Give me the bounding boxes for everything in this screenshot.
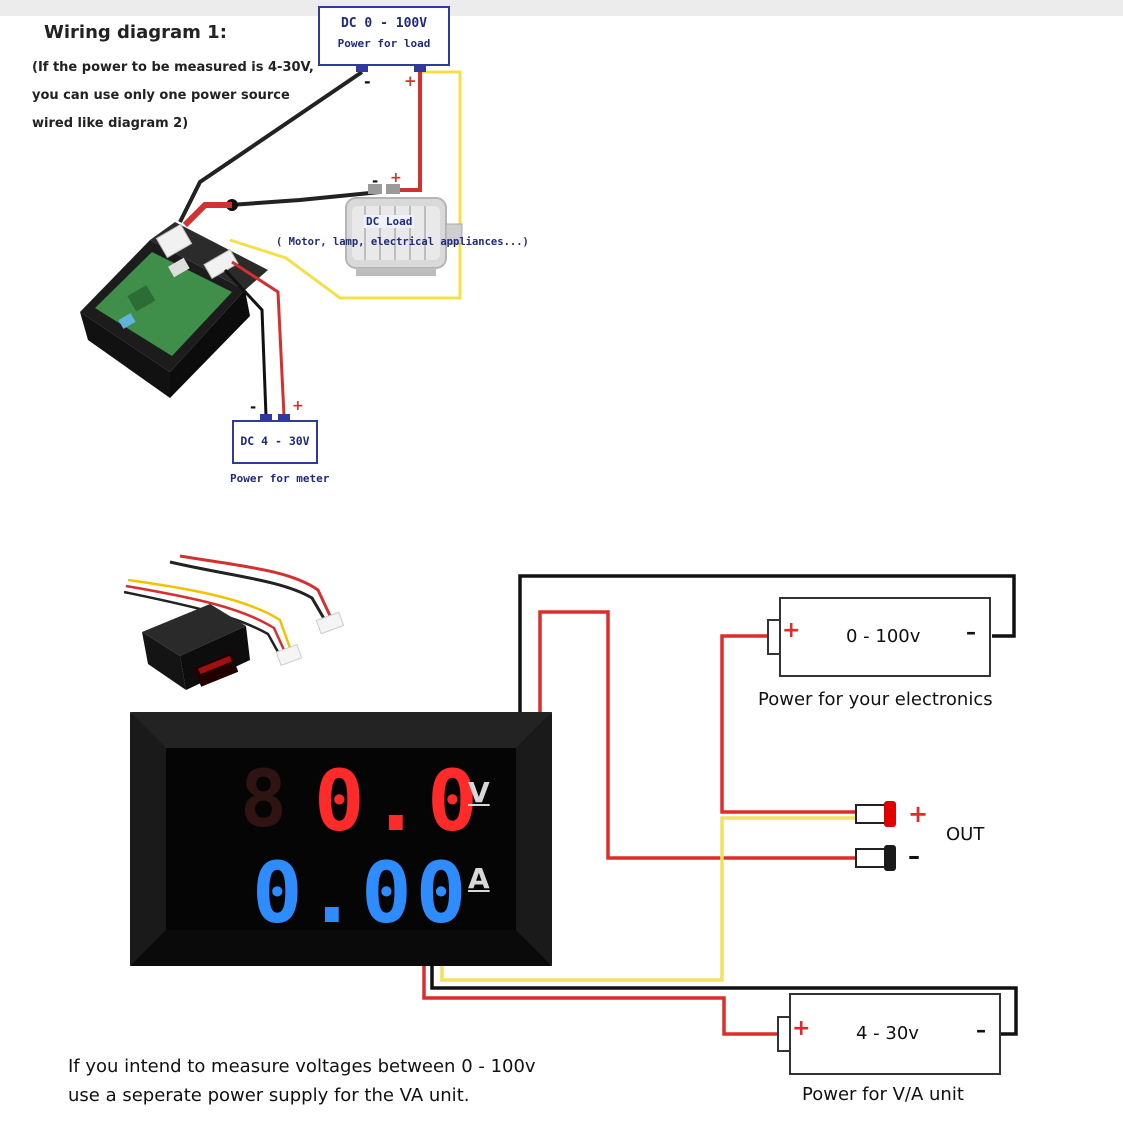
d1-load-supply-box: DC 0 - 100V Power for load — [318, 6, 450, 66]
d1-black-wire-load — [178, 70, 364, 223]
d1-meter-supply-plus: + — [292, 398, 304, 414]
top-bar — [0, 0, 1123, 16]
current-unit-label: A — [468, 862, 490, 895]
d1-load-supply-terminal-neg — [356, 64, 368, 72]
d1-meter-supply-minus: - — [250, 398, 257, 416]
d2-meter-module: 8 — [130, 712, 552, 966]
d1-load-supply-minus: - — [364, 72, 371, 91]
voltage-unit-label: V — [468, 776, 490, 809]
d1-load-supply-caption: Power for load — [337, 37, 431, 50]
voltage-reading: 0.0 — [314, 752, 484, 850]
d1-yellow-wire — [229, 70, 462, 300]
d1-meter-supply-box: DC 4 - 30V — [232, 420, 318, 464]
d2-red-wire-bottom — [422, 966, 780, 1036]
d2-battery-electronics-minus: – — [966, 620, 976, 644]
d2-product-photo — [123, 554, 345, 690]
d1-meter-module — [80, 222, 268, 398]
d2-battery-meter-plus: + — [792, 1016, 811, 1041]
d2-black-wire-bottom — [430, 966, 1018, 1036]
d2-red-wire-top — [538, 610, 856, 860]
d2-bottom-note: If you intend to measure voltages betwee… — [68, 1052, 536, 1110]
diagram1-note-line-3: wired like diagram 2) — [32, 116, 189, 131]
d2-battery-meter — [777, 993, 1001, 1075]
d1-load-supply-terminal-pos — [414, 64, 426, 72]
d2-red-wire-supply — [720, 634, 856, 814]
d1-red-wire-load — [400, 72, 422, 192]
d2-battery-electronics-plus: + — [782, 618, 801, 643]
d2-battery-meter-voltage: 4 - 30v — [856, 1023, 919, 1044]
svg-text:8: 8 — [240, 755, 287, 845]
d1-meter-supply-voltage: DC 4 - 30V — [240, 434, 310, 448]
d2-output-terminal-pos — [855, 801, 896, 827]
d1-meter-black-lead — [223, 268, 268, 417]
d2-output-minus: – — [908, 842, 920, 870]
d1-red-lead — [182, 202, 232, 228]
diagram1-note-line-1: (If the power to be measured is 4-30V, — [32, 60, 314, 75]
d2-battery-meter-minus: – — [976, 1018, 986, 1042]
diagram1-title: Wiring diagram 1: — [44, 22, 227, 43]
diagram1-note-line-2: you can use only one power source — [32, 88, 290, 103]
d1-meter-red-lead — [231, 260, 286, 417]
d2-battery-electronics — [767, 597, 991, 677]
d2-note-line-1: If you intend to measure voltages betwee… — [68, 1056, 536, 1077]
current-reading: 0.00 — [252, 844, 471, 942]
d2-yellow-wire — [440, 816, 856, 982]
d1-load-plus: + — [390, 170, 402, 186]
d1-meter-supply-terminal-pos — [278, 414, 290, 421]
d1-load-label: DC Load — [364, 215, 415, 228]
d1-load-supply-plus: + — [404, 72, 417, 90]
d1-load-caption: ( Motor, lamp, electrical appliances...) — [276, 236, 529, 248]
d2-output-label: OUT — [946, 824, 985, 845]
d1-load-minus: - — [372, 172, 379, 190]
d1-black-wire-meter-load — [229, 190, 381, 207]
d2-battery-electronics-caption: Power for your electronics — [758, 689, 993, 710]
d2-note-line-2: use a seperate power supply for the VA u… — [68, 1085, 470, 1106]
d2-output-terminal-neg — [855, 845, 896, 871]
d2-black-wire-top — [518, 574, 1016, 712]
d2-output-plus: + — [908, 800, 929, 828]
d1-meter-supply-caption: Power for meter — [230, 472, 330, 485]
d2-battery-meter-caption: Power for V/A unit — [802, 1084, 964, 1105]
d1-load-supply-voltage: DC 0 - 100V — [340, 16, 428, 31]
d2-battery-electronics-voltage: 0 - 100v — [846, 626, 921, 647]
d1-meter-supply-terminal-neg — [260, 414, 272, 421]
